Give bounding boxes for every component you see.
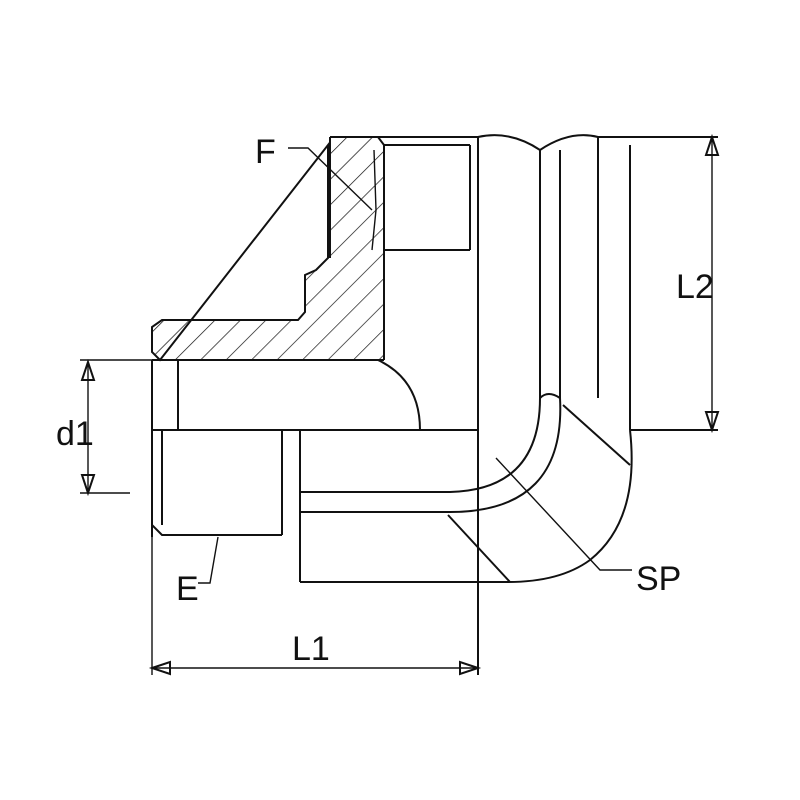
label-d1: d1	[56, 415, 94, 453]
left-port	[151, 359, 718, 582]
label-l2: L2	[676, 268, 714, 306]
leader-sp	[495, 457, 632, 571]
label-f: F	[255, 133, 276, 171]
label-l1: L1	[292, 630, 330, 668]
label-e: E	[176, 570, 199, 608]
leader-e	[198, 536, 219, 584]
label-sp: SP	[636, 560, 681, 598]
dimension-l2	[704, 133, 720, 434]
dimension-l1	[148, 537, 482, 676]
dimension-d1	[80, 358, 152, 497]
elbow-bend	[300, 359, 633, 583]
swivel-body	[477, 134, 718, 675]
top-port	[378, 136, 478, 360]
leader-f	[288, 147, 373, 211]
